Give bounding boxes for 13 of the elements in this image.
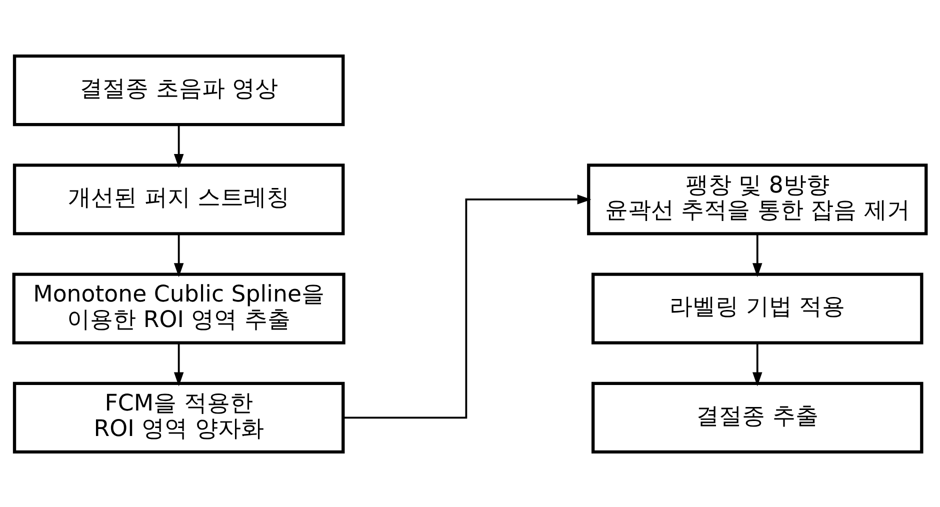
node-box: 결절종 초음파 영상	[12, 54, 345, 126]
arrow	[344, 194, 592, 418]
arrow	[174, 124, 184, 168]
node-box: 라벨링 기법 적용	[591, 272, 924, 344]
arrow	[174, 233, 184, 277]
arrow	[174, 342, 184, 386]
node-box: 개선된 퍼지 스트레칭	[12, 163, 345, 235]
node-box: FCM을 적용한 ROI 영역 양자화	[12, 381, 345, 453]
node-box: 결절종 추출	[591, 381, 924, 453]
arrow	[752, 233, 762, 277]
node-box: Monotone Cublic Spline을 이용한 ROI 영역 추출	[12, 272, 346, 344]
arrow	[752, 342, 762, 386]
node-box: 팽창 및 8방향 윤곽선 추적을 통한 잡음 제거	[587, 163, 928, 235]
